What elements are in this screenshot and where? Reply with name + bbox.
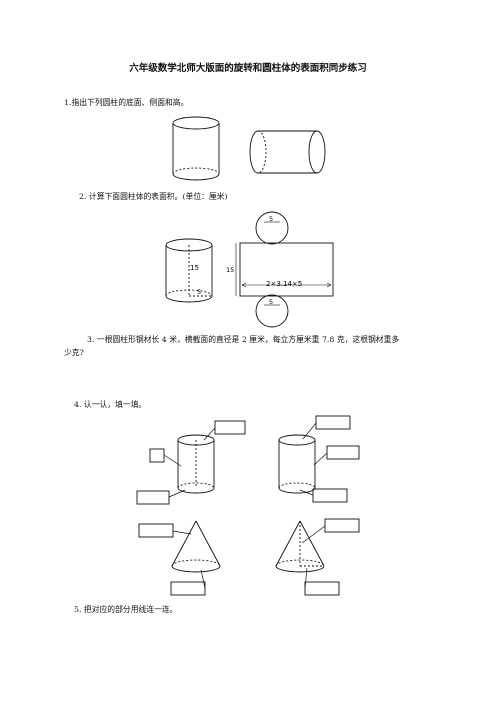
- question-4: 4. 认一认，填一填。: [74, 400, 147, 409]
- page-title: 六年级数学北师大版面的旋转和圆柱体的表面积同步练习: [129, 63, 367, 74]
- cylinder-height-label: 15: [190, 264, 199, 272]
- left-cone: [171, 520, 221, 573]
- answer-box-left-cylinder-bottom[interactable]: [136, 490, 170, 505]
- question-1: 1.指出下列圆柱的底面、侧面和高。: [64, 98, 189, 107]
- answer-box-left-cone-base[interactable]: [170, 581, 206, 596]
- upright-cylinder: [172, 116, 220, 181]
- answer-box-right-cylinder-bottom[interactable]: [312, 488, 348, 503]
- top-circle-radius-label: 5: [269, 215, 273, 223]
- leader-lines: [163, 422, 328, 589]
- question-3-line-2: 少克?: [64, 348, 84, 357]
- lying-cylinder: [249, 130, 326, 174]
- bottom-circle-radius-label: 5: [269, 298, 273, 306]
- net-top-circle: [255, 211, 289, 245]
- net-rectangle: [239, 242, 334, 297]
- answer-box-right-cylinder-top[interactable]: [315, 415, 351, 430]
- question-2: 2. 计算下面圆柱体的表面积。(单位：厘米): [79, 192, 228, 201]
- rectangle-side-label: 15: [226, 266, 234, 274]
- answer-box-right-cylinder-side[interactable]: [326, 445, 360, 460]
- right-cylinder: [278, 434, 316, 494]
- circumference-label: 2×3.14×5: [266, 280, 302, 288]
- answer-box-right-cone-base[interactable]: [304, 581, 340, 596]
- question-3-line-1: 3. 一根圆柱形钢材长 4 米，横截面的直径是 2 厘米，每立方厘米重 7.8 …: [87, 335, 400, 344]
- question-5: 5. 把对应的部分用线连一连。: [74, 605, 178, 614]
- net-bottom-circle: [255, 294, 289, 328]
- right-cone: [275, 520, 325, 573]
- left-cylinder: [177, 434, 215, 494]
- answer-box-left-cone-apex[interactable]: [138, 523, 174, 538]
- cylinder-radius-label: 5: [197, 288, 201, 296]
- answer-box-left-cylinder-side[interactable]: [149, 448, 165, 463]
- answer-box-right-cone-height[interactable]: [324, 518, 360, 533]
- answer-box-left-cylinder-top[interactable]: [214, 420, 246, 435]
